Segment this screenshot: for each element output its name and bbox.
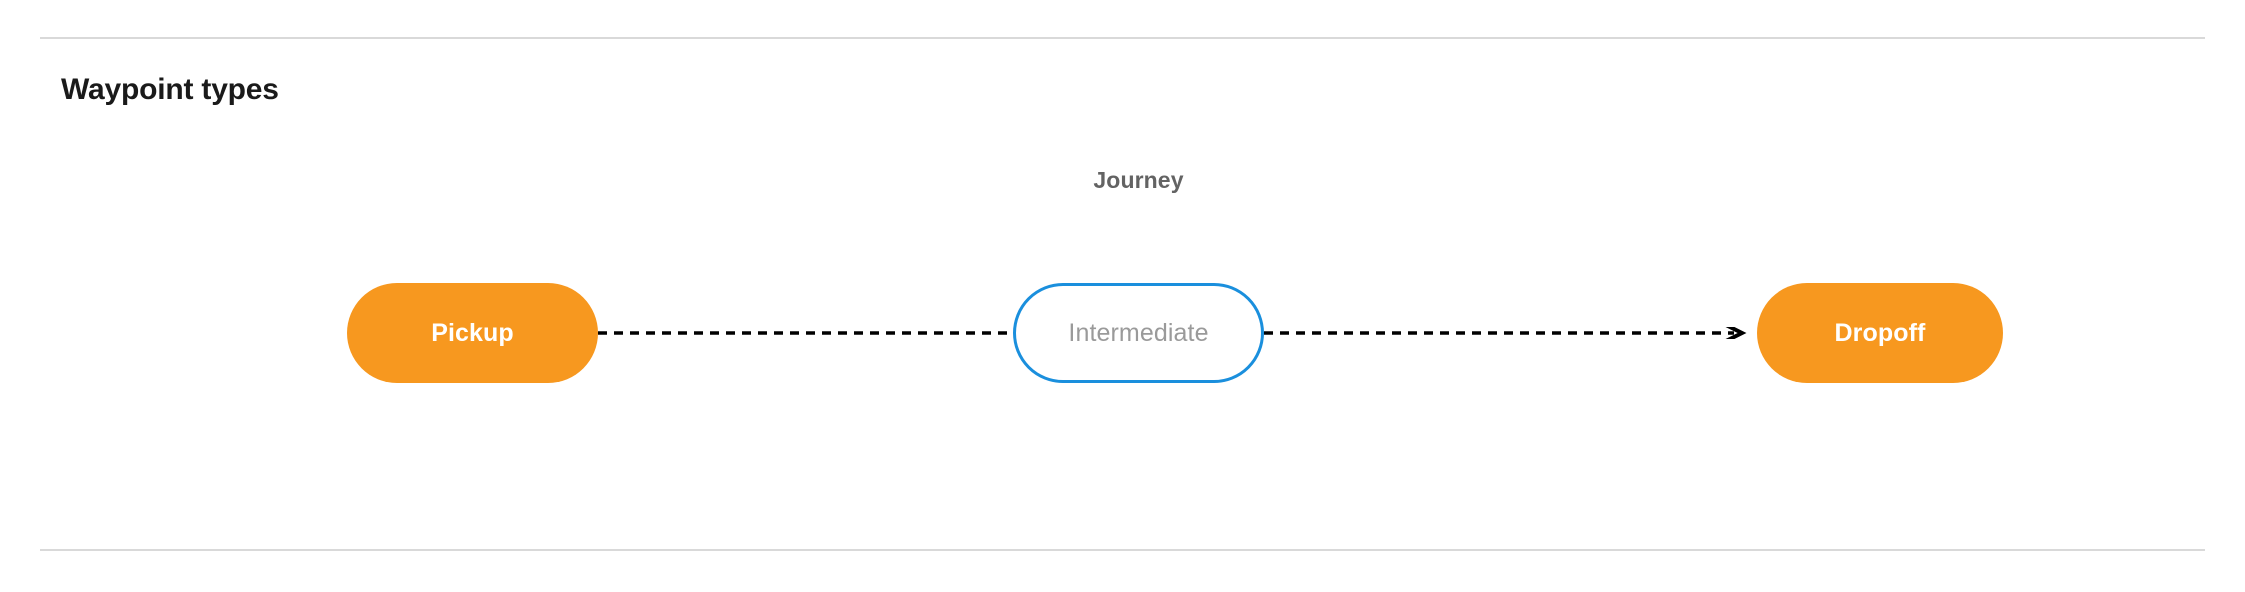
- connector-pickup-to-intermediate: [598, 327, 1014, 339]
- node-dropoff[interactable]: Dropoff: [1757, 283, 2003, 383]
- node-pickup[interactable]: Pickup: [347, 283, 598, 383]
- connector-line-dashed: [598, 331, 1014, 335]
- journey-group-label: Journey: [1093, 167, 1184, 193]
- arrowhead-icon: [1725, 327, 1747, 339]
- node-intermediate[interactable]: Intermediate: [1013, 283, 1264, 383]
- connector-intermediate-to-dropoff: [1264, 327, 1758, 339]
- connector-line-dashed-with-arrow: [1264, 327, 1747, 339]
- node-pickup-label: Pickup: [431, 318, 514, 347]
- page-title: Waypoint types: [61, 73, 279, 106]
- divider-bottom: [40, 549, 2205, 551]
- node-dropoff-label: Dropoff: [1834, 318, 1926, 347]
- divider-top: [40, 37, 2205, 39]
- node-intermediate-label: Intermediate: [1068, 318, 1209, 347]
